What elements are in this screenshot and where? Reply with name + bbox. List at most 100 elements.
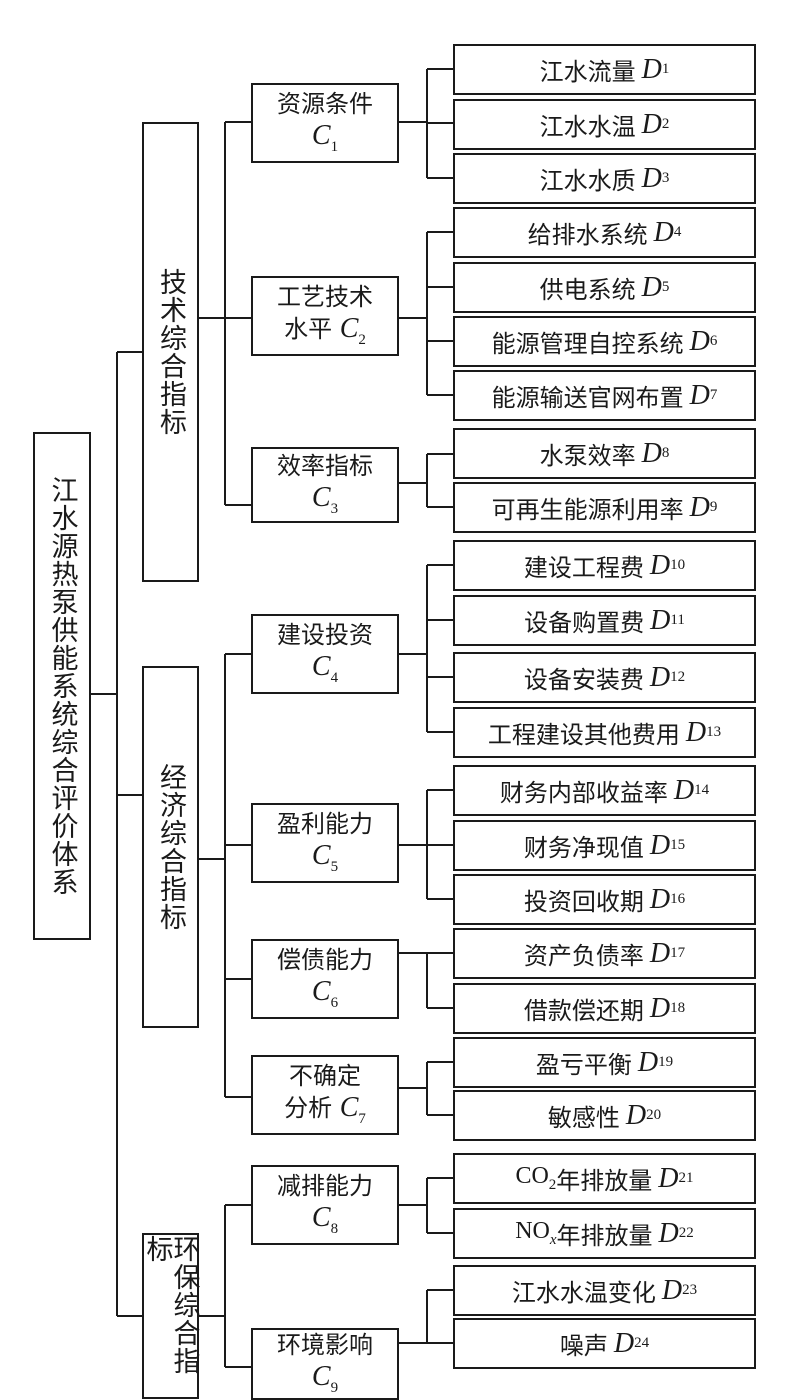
indicator-label: 资产负债率 xyxy=(523,942,644,970)
indicator-symbol: D xyxy=(649,992,671,1024)
category-label: 经济综合指标 xyxy=(155,763,186,931)
indicator-label: 水泵效率 xyxy=(539,442,636,470)
indicator-label: 盈亏平衡 xyxy=(535,1051,632,1079)
criterion-subscript: 7 xyxy=(358,1110,366,1127)
indicator-symbol: D xyxy=(673,774,695,806)
indicator-symbol: D xyxy=(689,491,710,523)
indicator-subscript: 17 xyxy=(670,945,686,961)
criterion-subscript: 3 xyxy=(330,500,339,517)
indicator-subscript: 24 xyxy=(634,1335,650,1351)
indicator-symbol: D xyxy=(649,829,671,861)
criterion-label: 不确定 xyxy=(289,1062,361,1091)
indicator-chemical: NO xyxy=(515,1218,550,1244)
indicator-symbol: D xyxy=(649,661,671,693)
criterion-symbol: C xyxy=(311,839,331,871)
criterion-c6: 偿债能力 C6 xyxy=(251,939,399,1019)
indicator-label: 江水水温 xyxy=(539,113,636,141)
category-technical: 技术综合指标 xyxy=(142,122,199,582)
criterion-symbol: C xyxy=(311,481,331,513)
indicator-subscript: 18 xyxy=(670,1000,686,1016)
indicator-subscript: 15 xyxy=(670,837,686,853)
root-label: 江水源热泵供能系统综合评价体系 xyxy=(46,476,78,896)
criterion-symbol: C xyxy=(339,1091,359,1123)
criterion-c7: 不确定 分析 C7 xyxy=(251,1055,399,1135)
indicator-label: 年排放量 xyxy=(556,1222,653,1250)
indicator-subscript: 14 xyxy=(694,782,710,798)
indicator-subscript: 4 xyxy=(673,224,682,240)
indicator-symbol: D xyxy=(641,53,662,85)
criterion-subscript: 1 xyxy=(330,138,339,155)
indicator-chemical-subscript: x xyxy=(549,1232,557,1248)
indicator-label: 能源管理自控系统 xyxy=(491,330,684,358)
indicator-symbol: D xyxy=(641,437,662,469)
indicator-chemical: CO xyxy=(515,1163,549,1189)
indicator-symbol: D xyxy=(625,1099,647,1131)
indicator-label: 财务净现值 xyxy=(523,834,644,862)
criterion-c8: 减排能力 C8 xyxy=(251,1165,399,1245)
indicator-symbol: D xyxy=(658,1162,679,1194)
category-economic: 经济综合指标 xyxy=(142,666,199,1028)
criterion-c2: 工艺技术 水平 C2 xyxy=(251,276,399,356)
criterion-label: 减排能力 xyxy=(277,1172,373,1201)
criterion-symbol: C xyxy=(311,975,331,1007)
indicator-label: 给排水系统 xyxy=(527,221,648,249)
indicator-subscript: 1 xyxy=(661,61,670,77)
indicator-subscript: 19 xyxy=(658,1054,674,1070)
indicator-label: 工程建设其他费用 xyxy=(487,721,680,749)
indicator-symbol: D xyxy=(649,549,671,581)
indicator-chemical-subscript: 2 xyxy=(548,1177,557,1193)
criterion-c3: 效率指标 C3 xyxy=(251,447,399,523)
indicator-subscript: 11 xyxy=(670,612,685,628)
criterion-subscript: 5 xyxy=(330,858,339,875)
indicator-subscript: 16 xyxy=(670,891,686,907)
indicator-symbol: D xyxy=(653,216,674,248)
indicator-symbol: D xyxy=(641,271,662,303)
indicator-symbol: D xyxy=(637,1046,659,1078)
indicator-label: 可再生能源利用率 xyxy=(491,496,684,524)
indicator-label: 投资回收期 xyxy=(523,888,644,916)
indicator-symbol: D xyxy=(658,1217,679,1249)
indicator-subscript: 9 xyxy=(709,499,718,515)
indicator-subscript: 2 xyxy=(661,116,670,132)
indicator-symbol: D xyxy=(685,716,707,748)
criterion-label: 资源条件 xyxy=(277,90,373,119)
indicator-label: 供电系统 xyxy=(539,276,636,304)
indicator-subscript: 23 xyxy=(682,1282,698,1298)
criterion-symbol: C xyxy=(311,650,331,682)
criterion-symbol: C xyxy=(311,1360,331,1392)
criterion-label: 环境影响 xyxy=(277,1331,373,1360)
indicator-symbol: D xyxy=(649,937,671,969)
criterion-c5: 盈利能力 C5 xyxy=(251,803,399,883)
indicator-label: 设备安装费 xyxy=(523,666,644,694)
indicator-subscript: 10 xyxy=(670,557,686,573)
indicator-subscript: 5 xyxy=(661,279,670,295)
indicator-label: 江水流量 xyxy=(539,58,636,86)
indicator-label: 噪声 xyxy=(559,1332,608,1360)
criterion-subscript: 6 xyxy=(330,994,339,1011)
criterion-c1: 资源条件 C1 xyxy=(251,83,399,163)
indicator-symbol: D xyxy=(641,162,662,194)
criterion-symbol: C xyxy=(311,119,331,151)
category-label: 环保综合指标 xyxy=(141,1235,200,1375)
indicator-label: 江水水温变化 xyxy=(511,1279,656,1307)
criterion-label: 工艺技术 xyxy=(277,283,373,312)
indicator-subscript: 3 xyxy=(661,170,670,186)
